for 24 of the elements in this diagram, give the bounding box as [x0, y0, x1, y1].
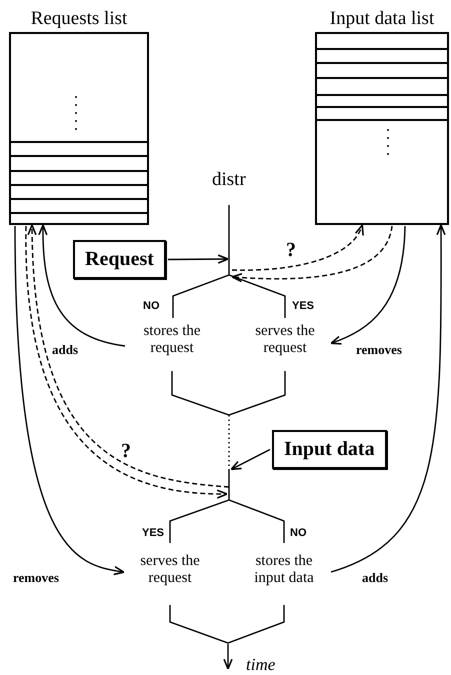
branch-label: NO [143, 301, 160, 312]
arrow [330, 224, 446, 573]
dashed-arrow [231, 226, 393, 282]
edge-label: ? [121, 441, 131, 461]
step-text: stores the request [127, 323, 217, 357]
list-title: Input data list [328, 7, 436, 31]
input-box: Input data [272, 430, 387, 469]
arrow [14, 226, 125, 576]
branch-label: YES [142, 528, 164, 539]
branch-label: YES [292, 301, 314, 312]
list-title: Requests list [30, 7, 128, 31]
arrow [230, 448, 270, 470]
branch-label: NO [290, 528, 306, 539]
step-text: serves the request [125, 553, 215, 587]
edge-label: adds [52, 343, 78, 356]
arrow [168, 254, 229, 264]
arrow [330, 226, 406, 344]
arrow [38, 224, 126, 347]
step-text: serves the request [240, 323, 330, 357]
step-text: stores the input data [239, 553, 329, 587]
dashed-arrow [232, 224, 364, 271]
input-box: Request [73, 240, 166, 279]
edge-label: adds [362, 571, 388, 584]
axis-label: time [246, 656, 276, 673]
